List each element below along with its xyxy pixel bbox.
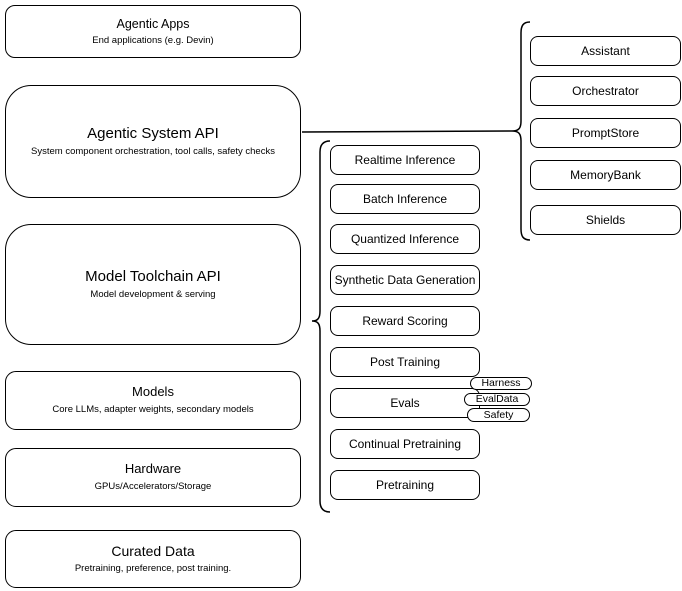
node-memorybank: MemoryBank — [530, 160, 681, 190]
node-promptstore: PromptStore — [530, 118, 681, 148]
node-title: Curated Data — [111, 543, 195, 560]
node-title: Models — [132, 384, 174, 400]
node-subtitle: Pretraining, preference, post training. — [74, 563, 232, 575]
node-hardware: Hardware GPUs/Accelerators/Storage — [5, 448, 301, 507]
node-subtitle: GPUs/Accelerators/Storage — [94, 481, 212, 493]
node-reward-scoring: Reward Scoring — [330, 306, 480, 336]
node-continual-pretraining: Continual Pretraining — [330, 429, 480, 459]
node-subtitle: System component orchestration, tool cal… — [31, 146, 275, 158]
node-synthetic-data-generation: Synthetic Data Generation — [330, 265, 480, 295]
node-agentic-apps: Agentic Apps End applications (e.g. Devi… — [5, 5, 301, 58]
connector-system-api-to-components — [301, 130, 513, 133]
node-subtitle: Model development & serving — [90, 289, 216, 301]
node-subtitle: Core LLMs, adapter weights, secondary mo… — [52, 404, 254, 416]
node-realtime-inference: Realtime Inference — [330, 145, 480, 175]
node-subtitle: End applications (e.g. Devin) — [92, 34, 214, 46]
node-title: Hardware — [124, 461, 182, 477]
node-agentic-system-api: Agentic System API System component orch… — [5, 85, 301, 198]
node-curated-data: Curated Data Pretraining, preference, po… — [5, 530, 301, 588]
node-model-toolchain-api: Model Toolchain API Model development & … — [5, 224, 301, 345]
node-evals: Evals — [330, 388, 480, 418]
brace-toolchain-group — [311, 140, 331, 513]
node-quantized-inference: Quantized Inference — [330, 224, 480, 254]
node-pretraining: Pretraining — [330, 470, 480, 500]
node-post-training: Post Training — [330, 347, 480, 377]
node-title: Model Toolchain API — [85, 268, 221, 286]
brace-system-components-group — [511, 21, 531, 241]
tag-safety: Safety — [467, 408, 530, 422]
node-orchestrator: Orchestrator — [530, 76, 681, 106]
node-assistant: Assistant — [530, 36, 681, 66]
node-shields: Shields — [530, 205, 681, 235]
node-batch-inference: Batch Inference — [330, 184, 480, 214]
tag-harness: Harness — [470, 377, 532, 390]
node-models: Models Core LLMs, adapter weights, secon… — [5, 371, 301, 430]
tag-evaldata: EvalData — [464, 393, 530, 406]
node-title: Agentic System API — [87, 125, 219, 143]
node-title: Agentic Apps — [116, 16, 190, 31]
